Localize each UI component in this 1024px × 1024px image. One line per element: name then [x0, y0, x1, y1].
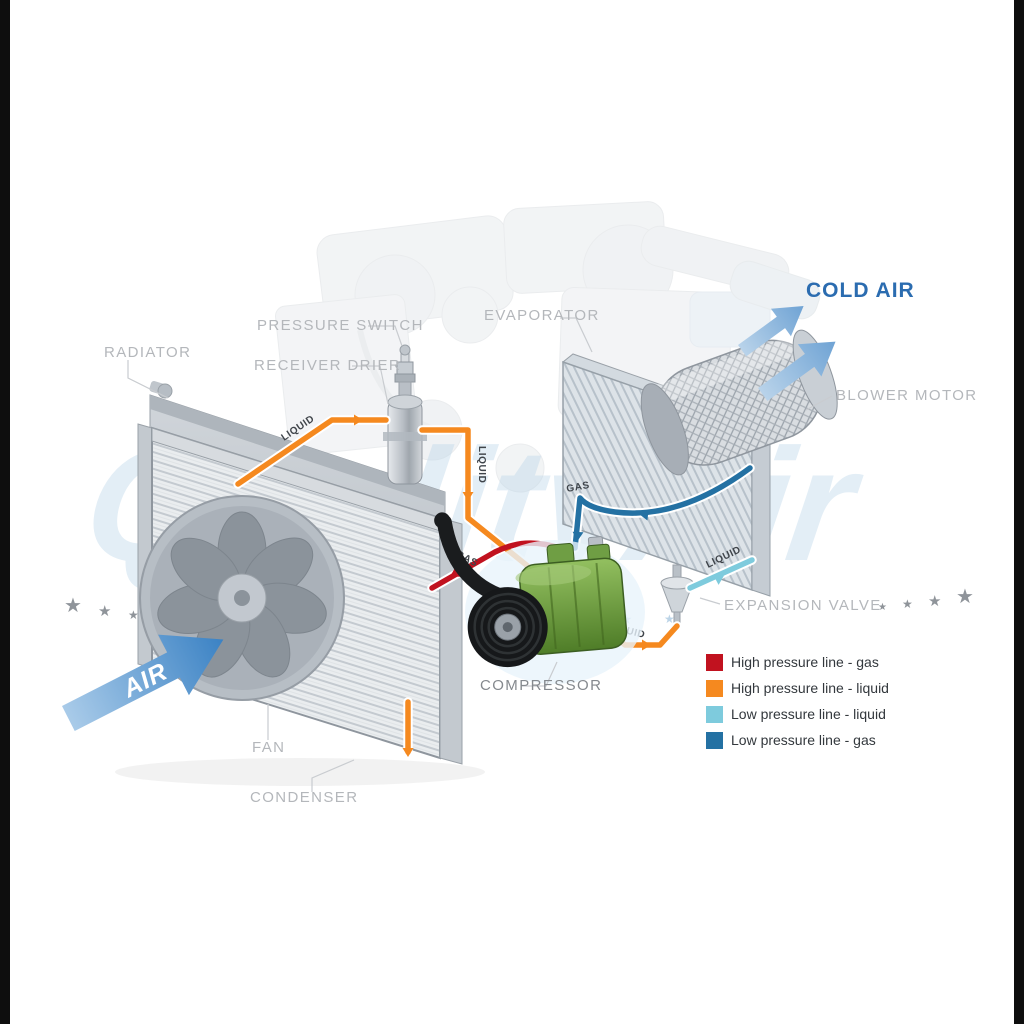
compressor-pulley — [467, 587, 548, 668]
radiator-label: RADIATOR — [104, 344, 191, 361]
star-icon: ★ — [128, 608, 139, 622]
legend-swatch — [706, 706, 723, 723]
right-edge-bar — [1014, 0, 1024, 1024]
legend-item: Low pressure line - gas — [706, 732, 876, 749]
condenser-label: CONDENSER — [250, 789, 358, 806]
flow-arrow-icon — [354, 414, 363, 426]
ground-shadow — [115, 758, 485, 786]
blower-motor-illustration — [640, 329, 838, 476]
gas-label: GAS — [566, 480, 591, 495]
legend-item: High pressure line - liquid — [706, 680, 889, 697]
expansion-valve-illustration — [660, 564, 694, 626]
star-icon: ★ — [878, 602, 887, 613]
cold-air-arrows — [738, 305, 836, 401]
leader-lines — [127, 317, 833, 792]
legend-item: Low pressure line - liquid — [706, 706, 886, 723]
star-icon: ★ — [664, 612, 675, 626]
legend: High pressure line - gas High pressure l… — [706, 654, 889, 749]
evaporator-label: EVAPORATOR — [484, 307, 600, 324]
pressure-switch-illustration — [394, 344, 416, 383]
flow-arrow-icon — [462, 492, 474, 501]
flow-arrow-icon — [402, 748, 414, 757]
low-pressure-liquid-line — [687, 557, 755, 591]
star-icon: ★ — [64, 595, 82, 617]
pressure-switch-label: PRESSURE SWITCH — [257, 317, 424, 334]
flow-arrow-icon — [642, 639, 651, 651]
flow-arrow-icon — [572, 531, 584, 541]
legend-item: High pressure line - gas — [706, 654, 879, 671]
compressor-label: COMPRESSOR — [480, 677, 602, 694]
cold-air-arrow-icon — [738, 305, 804, 357]
flow-arrow-icon — [639, 509, 649, 521]
legend-swatch — [706, 680, 723, 697]
left-edge-bar — [0, 0, 10, 1024]
legend-label: Low pressure line - gas — [731, 732, 876, 748]
legend-swatch — [706, 732, 723, 749]
legend-label: High pressure line - liquid — [731, 680, 889, 696]
receiver-drier-label: RECEIVER DRIER — [254, 357, 401, 374]
liquid-label: LIQUID — [476, 446, 487, 484]
legend-label: Low pressure line - liquid — [731, 706, 886, 722]
blower-motor-label: BLOWER MOTOR — [836, 387, 978, 404]
high-pressure-liquid-line — [235, 417, 389, 487]
flow-arrows — [354, 414, 724, 757]
compressor-illustration — [434, 512, 628, 668]
legend-label: High pressure line - gas — [731, 654, 879, 670]
cold-air-label: COLD AIR — [806, 279, 915, 302]
legend-swatch — [706, 654, 723, 671]
low-pressure-gas-line — [572, 465, 753, 551]
star-icon: ★ — [98, 603, 111, 620]
star-icon: ★ — [956, 586, 974, 608]
star-icon: ★ — [928, 593, 941, 610]
receiver-drier-illustration — [383, 381, 427, 485]
flow-arrow-icon — [713, 575, 724, 585]
star-icon: ★ — [902, 597, 913, 611]
fan-label: FAN — [252, 739, 285, 756]
cold-air-arrow-icon — [758, 341, 836, 401]
expansion-valve-label: EXPANSION VALVE — [724, 597, 882, 614]
component-labels: RADIATOR PRESSURE SWITCH RECEIVER DRIER … — [104, 279, 978, 806]
